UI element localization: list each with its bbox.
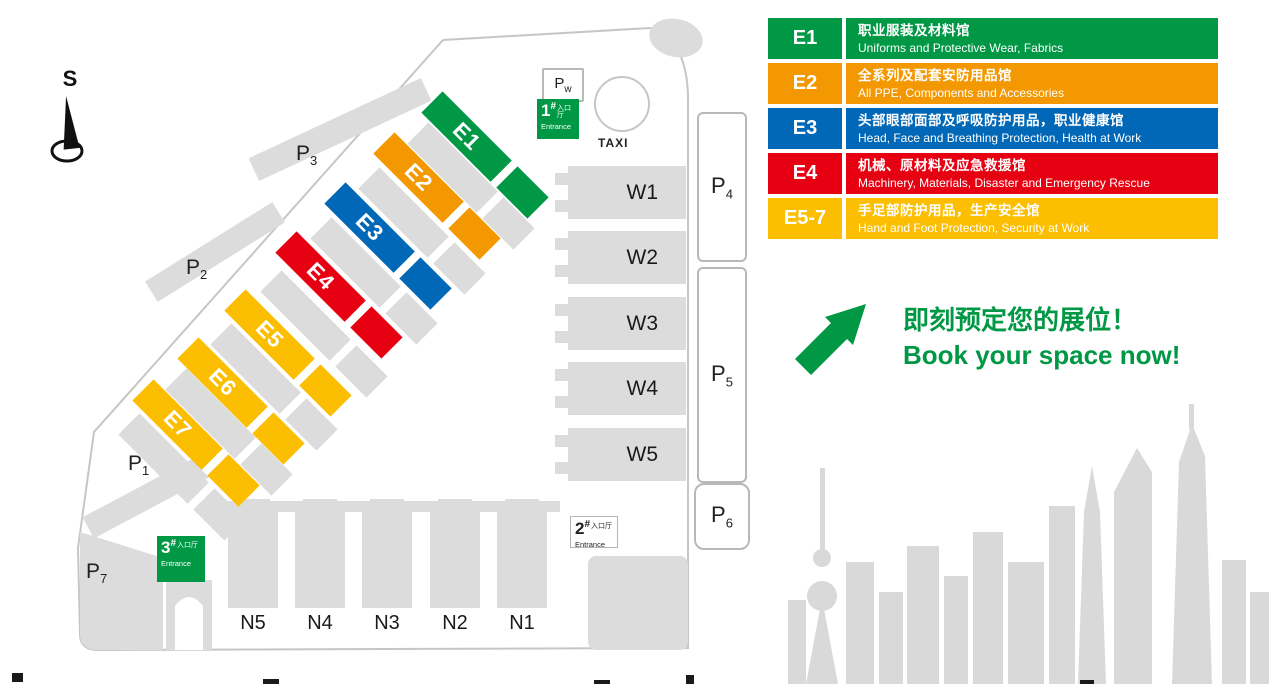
taxi-circle [594, 76, 650, 132]
hall-label-n2: N2 [442, 612, 468, 634]
legend-row-e2: E2 全系列及配套安防用品馆 All PPE, Components and A… [768, 63, 1218, 104]
hall-n5 [228, 499, 278, 608]
entrance-label-cn: 入口厅 [557, 105, 572, 119]
legend-row-e5-7: E5-7 手足部防护用品，生产安全馆 Hand and Foot Protect… [768, 198, 1218, 239]
hall-w3: W3 [555, 297, 686, 350]
entrance-label-cn: 入口厅 [177, 542, 199, 549]
legend-title-en: Machinery, Materials, Disaster and Emerg… [858, 175, 1150, 190]
crop-artifacts [12, 673, 1094, 684]
hall-w4: W4 [555, 362, 686, 415]
compass-label: S [62, 66, 78, 91]
parking-label-p7: P7 [86, 560, 108, 587]
parking-label-p1: P1 [128, 452, 150, 479]
legend-code: E1 [768, 18, 842, 59]
hall-label: W1 [626, 180, 659, 204]
taxi-label: TAXI [598, 136, 629, 150]
arch-door [175, 597, 203, 650]
promo-text-en[interactable]: Book your space now! [903, 340, 1181, 370]
hall-w2: W2 [555, 231, 686, 284]
legend-row-e4: E4 机械、原材料及应急救援馆 Machinery, Materials, Di… [768, 153, 1218, 194]
entrance-3: 3 # 入口厅 Entrance [157, 536, 205, 582]
legend-body: 机械、原材料及应急救援馆 Machinery, Materials, Disas… [846, 153, 1218, 194]
compass-needle-icon [50, 96, 84, 163]
entrance-1: 1 # 入口厅 Entrance [537, 99, 579, 139]
promo-text-cn[interactable]: 即刻预定您的展位！ [903, 305, 1138, 335]
hall-n2 [430, 499, 480, 608]
legend-row-e3: E3 头部眼部面部及呼吸防护用品，职业健康馆 Head, Face and Br… [768, 108, 1218, 149]
hall-w1: W1 [555, 166, 686, 219]
parking-p4: P4 [697, 112, 747, 262]
entrance-label-cn: 入口厅 [591, 523, 613, 530]
entrance-label-en: Entrance [161, 559, 192, 568]
entrance-hash: # [170, 538, 177, 549]
hall-label-n1: N1 [509, 612, 535, 634]
entrance-2: 2 # 入口厅 Entrance [570, 516, 618, 549]
entrance-hash: # [550, 101, 557, 112]
promo: 即刻预定您的展位！ Book your space now! [903, 303, 1180, 373]
parking-label-p3: P3 [296, 142, 318, 169]
legend-title-en: Hand and Foot Protection, Security at Wo… [858, 220, 1090, 235]
hall-label-n5: N5 [240, 612, 266, 634]
hall-label: W5 [626, 442, 659, 466]
hall-w5: W5 [555, 428, 686, 481]
entrance-number: 1 [541, 101, 551, 120]
parking-pw: Pw [542, 68, 584, 102]
legend-code: E5-7 [768, 198, 842, 239]
hall-n3 [362, 499, 412, 608]
legend-code: E2 [768, 63, 842, 104]
legend-title-cn: 职业服装及材料馆 [858, 23, 970, 38]
legend-title-en: Head, Face and Breathing Protection, Hea… [858, 130, 1142, 145]
legend-title-en: Uniforms and Protective Wear, Fabrics [858, 40, 1064, 55]
gray-building-block [588, 556, 688, 650]
parking-label-p2: P2 [186, 256, 208, 283]
arrow-up-right-icon [795, 304, 866, 375]
legend-body: 全系列及配套安防用品馆 All PPE, Components and Acce… [846, 63, 1218, 104]
legend-title-en: All PPE, Components and Accessories [858, 85, 1065, 100]
hall-label: W3 [626, 311, 659, 335]
hall-label: W2 [626, 245, 659, 269]
entrance-label-en: Entrance [541, 122, 572, 131]
hall-label-n4: N4 [307, 612, 333, 634]
entrance-label-en: Entrance [575, 540, 606, 549]
entrance-hash: # [584, 519, 591, 530]
parking-p5: P5 [697, 267, 747, 483]
legend-code: E3 [768, 108, 842, 149]
hall-n1 [497, 499, 547, 608]
legend-body: 职业服装及材料馆 Uniforms and Protective Wear, F… [846, 18, 1218, 59]
legend-title-cn: 手足部防护用品，生产安全馆 [858, 203, 1040, 218]
legend-body: 手足部防护用品，生产安全馆 Hand and Foot Protection, … [846, 198, 1218, 239]
legend-title-cn: 头部眼部面部及呼吸防护用品，职业健康馆 [858, 113, 1124, 128]
city-skyline [788, 404, 1269, 684]
entrance-number: 2 [575, 519, 585, 538]
legend-title-cn: 机械、原材料及应急救援馆 [858, 158, 1026, 173]
legend-row-e1: E1 职业服装及材料馆 Uniforms and Protective Wear… [768, 18, 1218, 59]
entrance-number: 3 [161, 538, 171, 557]
legend-title-cn: 全系列及配套安防用品馆 [858, 68, 1012, 83]
outer-building-shape [649, 18, 703, 58]
legend: E1 职业服装及材料馆 Uniforms and Protective Wear… [768, 18, 1218, 243]
hall-label-n3: N3 [374, 612, 400, 634]
legend-body: 头部眼部面部及呼吸防护用品，职业健康馆 Head, Face and Breat… [846, 108, 1218, 149]
hall-n4 [295, 499, 345, 608]
parking-p6: P6 [694, 483, 750, 550]
hall-label: W4 [626, 376, 659, 400]
parking-p7-area [80, 532, 163, 650]
legend-code: E4 [768, 153, 842, 194]
